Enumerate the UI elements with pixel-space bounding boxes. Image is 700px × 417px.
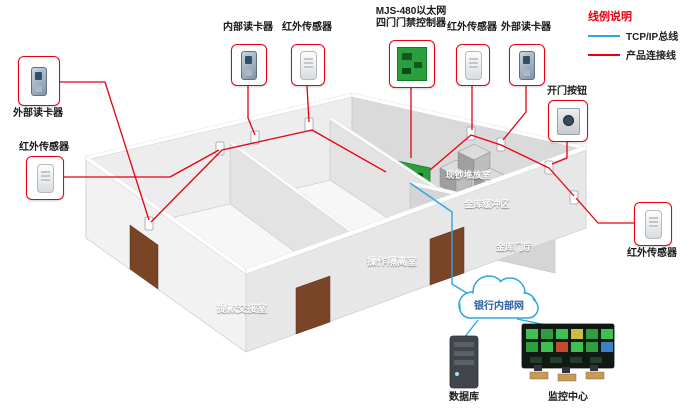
monitor-wall-icon <box>521 323 615 382</box>
reader-screen <box>245 55 252 64</box>
pcb-chip <box>414 62 422 68</box>
label-top-sensor-left: 红外传感器 <box>282 22 332 33</box>
reader-keypad <box>35 85 42 92</box>
operator-desks <box>529 365 605 382</box>
ir-sensor-icon <box>464 50 482 80</box>
ir-sensor-icon <box>36 163 54 193</box>
button-circle <box>562 114 574 126</box>
tcp-line-sample <box>588 34 620 37</box>
wall-device-ir-sensor <box>215 141 225 156</box>
sensor-grille <box>40 170 50 182</box>
callout-top-sensor-right <box>456 44 490 86</box>
callout-left-reader <box>18 56 60 106</box>
legend: 线例说明 TCP/IP总线 产品连接线 <box>588 8 694 62</box>
callout-open-button <box>548 100 588 142</box>
room-label-vault-lobby: 金库门厅 <box>495 242 532 252</box>
reader-screen <box>523 55 530 64</box>
label-controller-line2: 四门门禁控制器 <box>376 18 446 29</box>
label-open-button: 开门按钮 <box>547 86 587 97</box>
label-left-reader: 外部读卡器 <box>13 108 63 119</box>
database-label: 数据库 <box>449 392 479 403</box>
sensor-grille <box>648 216 658 228</box>
network-cloud-shape <box>458 275 539 319</box>
label-controller-line1: MJS-480以太网 <box>375 6 447 17</box>
front-right-wall-top <box>245 144 587 275</box>
room-label-cash-stack: 现钞堆放室 <box>445 170 491 180</box>
callout-right-sensor <box>634 202 672 246</box>
card-reader-icon <box>519 50 535 80</box>
monitor-center-label: 监控中心 <box>548 392 588 403</box>
wall-device-external-reader <box>144 216 154 231</box>
callout-internal-reader <box>231 44 267 86</box>
label-top-reader: 外部读卡器 <box>501 22 551 33</box>
door <box>129 224 159 290</box>
door <box>295 275 331 335</box>
cloud-label: 银行内部网 <box>474 301 524 312</box>
legend-row-product: 产品连接线 <box>588 47 694 62</box>
monitor-screens <box>526 329 613 363</box>
room-label-operation-isolation: 操作隔离室 <box>367 257 417 268</box>
reader-keypad <box>245 69 252 76</box>
pcb-chip <box>402 53 412 60</box>
reader-screen <box>35 71 42 80</box>
callout-left-sensor <box>26 156 64 200</box>
ir-sensor-icon <box>644 209 662 239</box>
ir-sensor-icon <box>299 50 317 80</box>
product-connection-lines <box>58 81 634 224</box>
tcp-line-label: TCP/IP总线 <box>626 32 679 43</box>
room-label-cash-handover: 提款交接室 <box>217 304 267 315</box>
legend-row-tcp: TCP/IP总线 <box>588 28 694 43</box>
label-right-sensor: 红外传感器 <box>627 248 677 259</box>
product-line-label: 产品连接线 <box>626 51 676 62</box>
sensor-grille <box>468 57 478 69</box>
callout-controller <box>389 40 435 88</box>
label-top-sensor-right: 红外传感器 <box>447 22 497 33</box>
pcb-chip <box>402 68 411 74</box>
door-button-icon <box>556 107 580 135</box>
card-reader-icon <box>241 50 257 80</box>
reader-keypad <box>523 69 530 76</box>
product-line-sample <box>588 53 620 56</box>
label-internal-reader: 内部读卡器 <box>223 22 273 33</box>
sensor-grille <box>303 57 313 69</box>
callout-top-reader <box>509 44 545 86</box>
wall-device-internal-reader <box>250 130 260 145</box>
callout-top-sensor-left <box>291 44 325 86</box>
controller-pcb-icon <box>397 47 427 81</box>
card-reader-icon <box>31 66 47 96</box>
room-label-vault-buffer: 金库缓冲区 <box>464 199 510 209</box>
label-left-sensor: 红外传感器 <box>19 142 69 153</box>
database-icon <box>449 335 479 389</box>
legend-title: 线例说明 <box>588 11 632 23</box>
